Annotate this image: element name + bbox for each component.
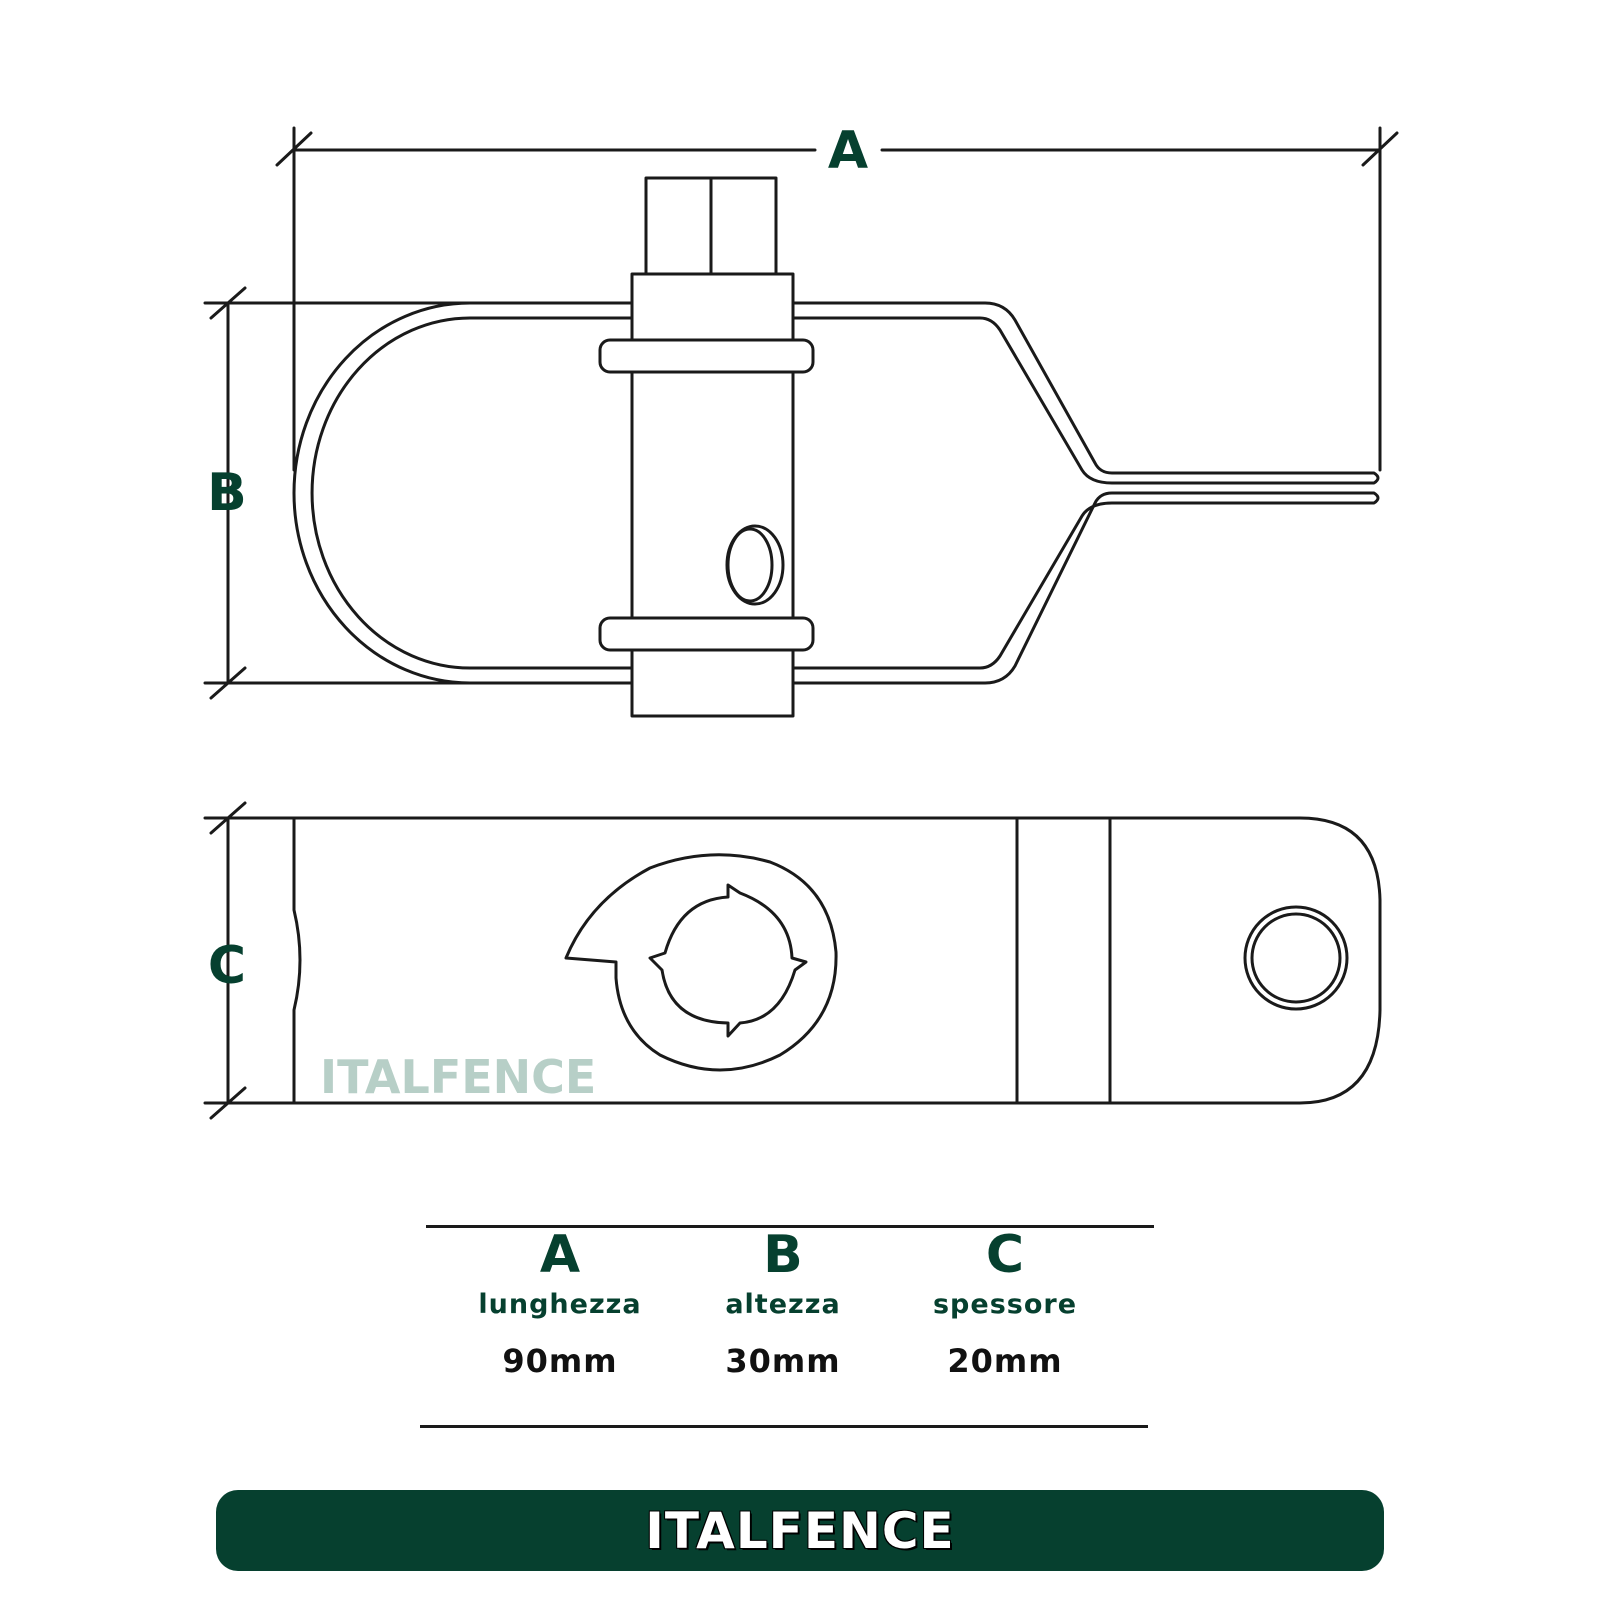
spec-label: spessore [932, 1289, 1078, 1320]
spec-value: 30mm [725, 1342, 841, 1380]
tensioner-top-view [292, 176, 1380, 718]
watermark-logo: ITALFENCE [320, 1050, 597, 1104]
brand-name: ITALFENCE [645, 1501, 955, 1560]
spec-value: 90mm [502, 1342, 618, 1380]
spec-letter: B [763, 1225, 803, 1285]
dimension-a-label: A [828, 121, 868, 181]
dimension-b [203, 286, 472, 700]
brand-banner: ITALFENCE [216, 1490, 1384, 1571]
dimension-c-label: C [208, 936, 246, 996]
spec-letter: A [539, 1225, 581, 1285]
spec-column-c: C spessore 20mm [885, 1225, 1125, 1381]
table-bottom-rule [420, 1425, 1148, 1428]
tensioner-side-view [292, 816, 1382, 1105]
spec-label: altezza [725, 1289, 841, 1320]
spec-value: 20mm [947, 1342, 1063, 1380]
spec-label: lunghezza [478, 1289, 642, 1320]
dimension-b-label: B [207, 463, 247, 523]
spec-letter: C [985, 1225, 1025, 1285]
table-top-rule [426, 1225, 1154, 1228]
dimension-spec-table: A lunghezza 90mm B altezza 30mm C spesso… [420, 1225, 1155, 1430]
dimension-a [275, 126, 1399, 472]
spec-column-b: B altezza 30mm [663, 1225, 903, 1381]
spec-column-a: A lunghezza 90mm [440, 1225, 680, 1381]
dimension-c [203, 801, 296, 1120]
